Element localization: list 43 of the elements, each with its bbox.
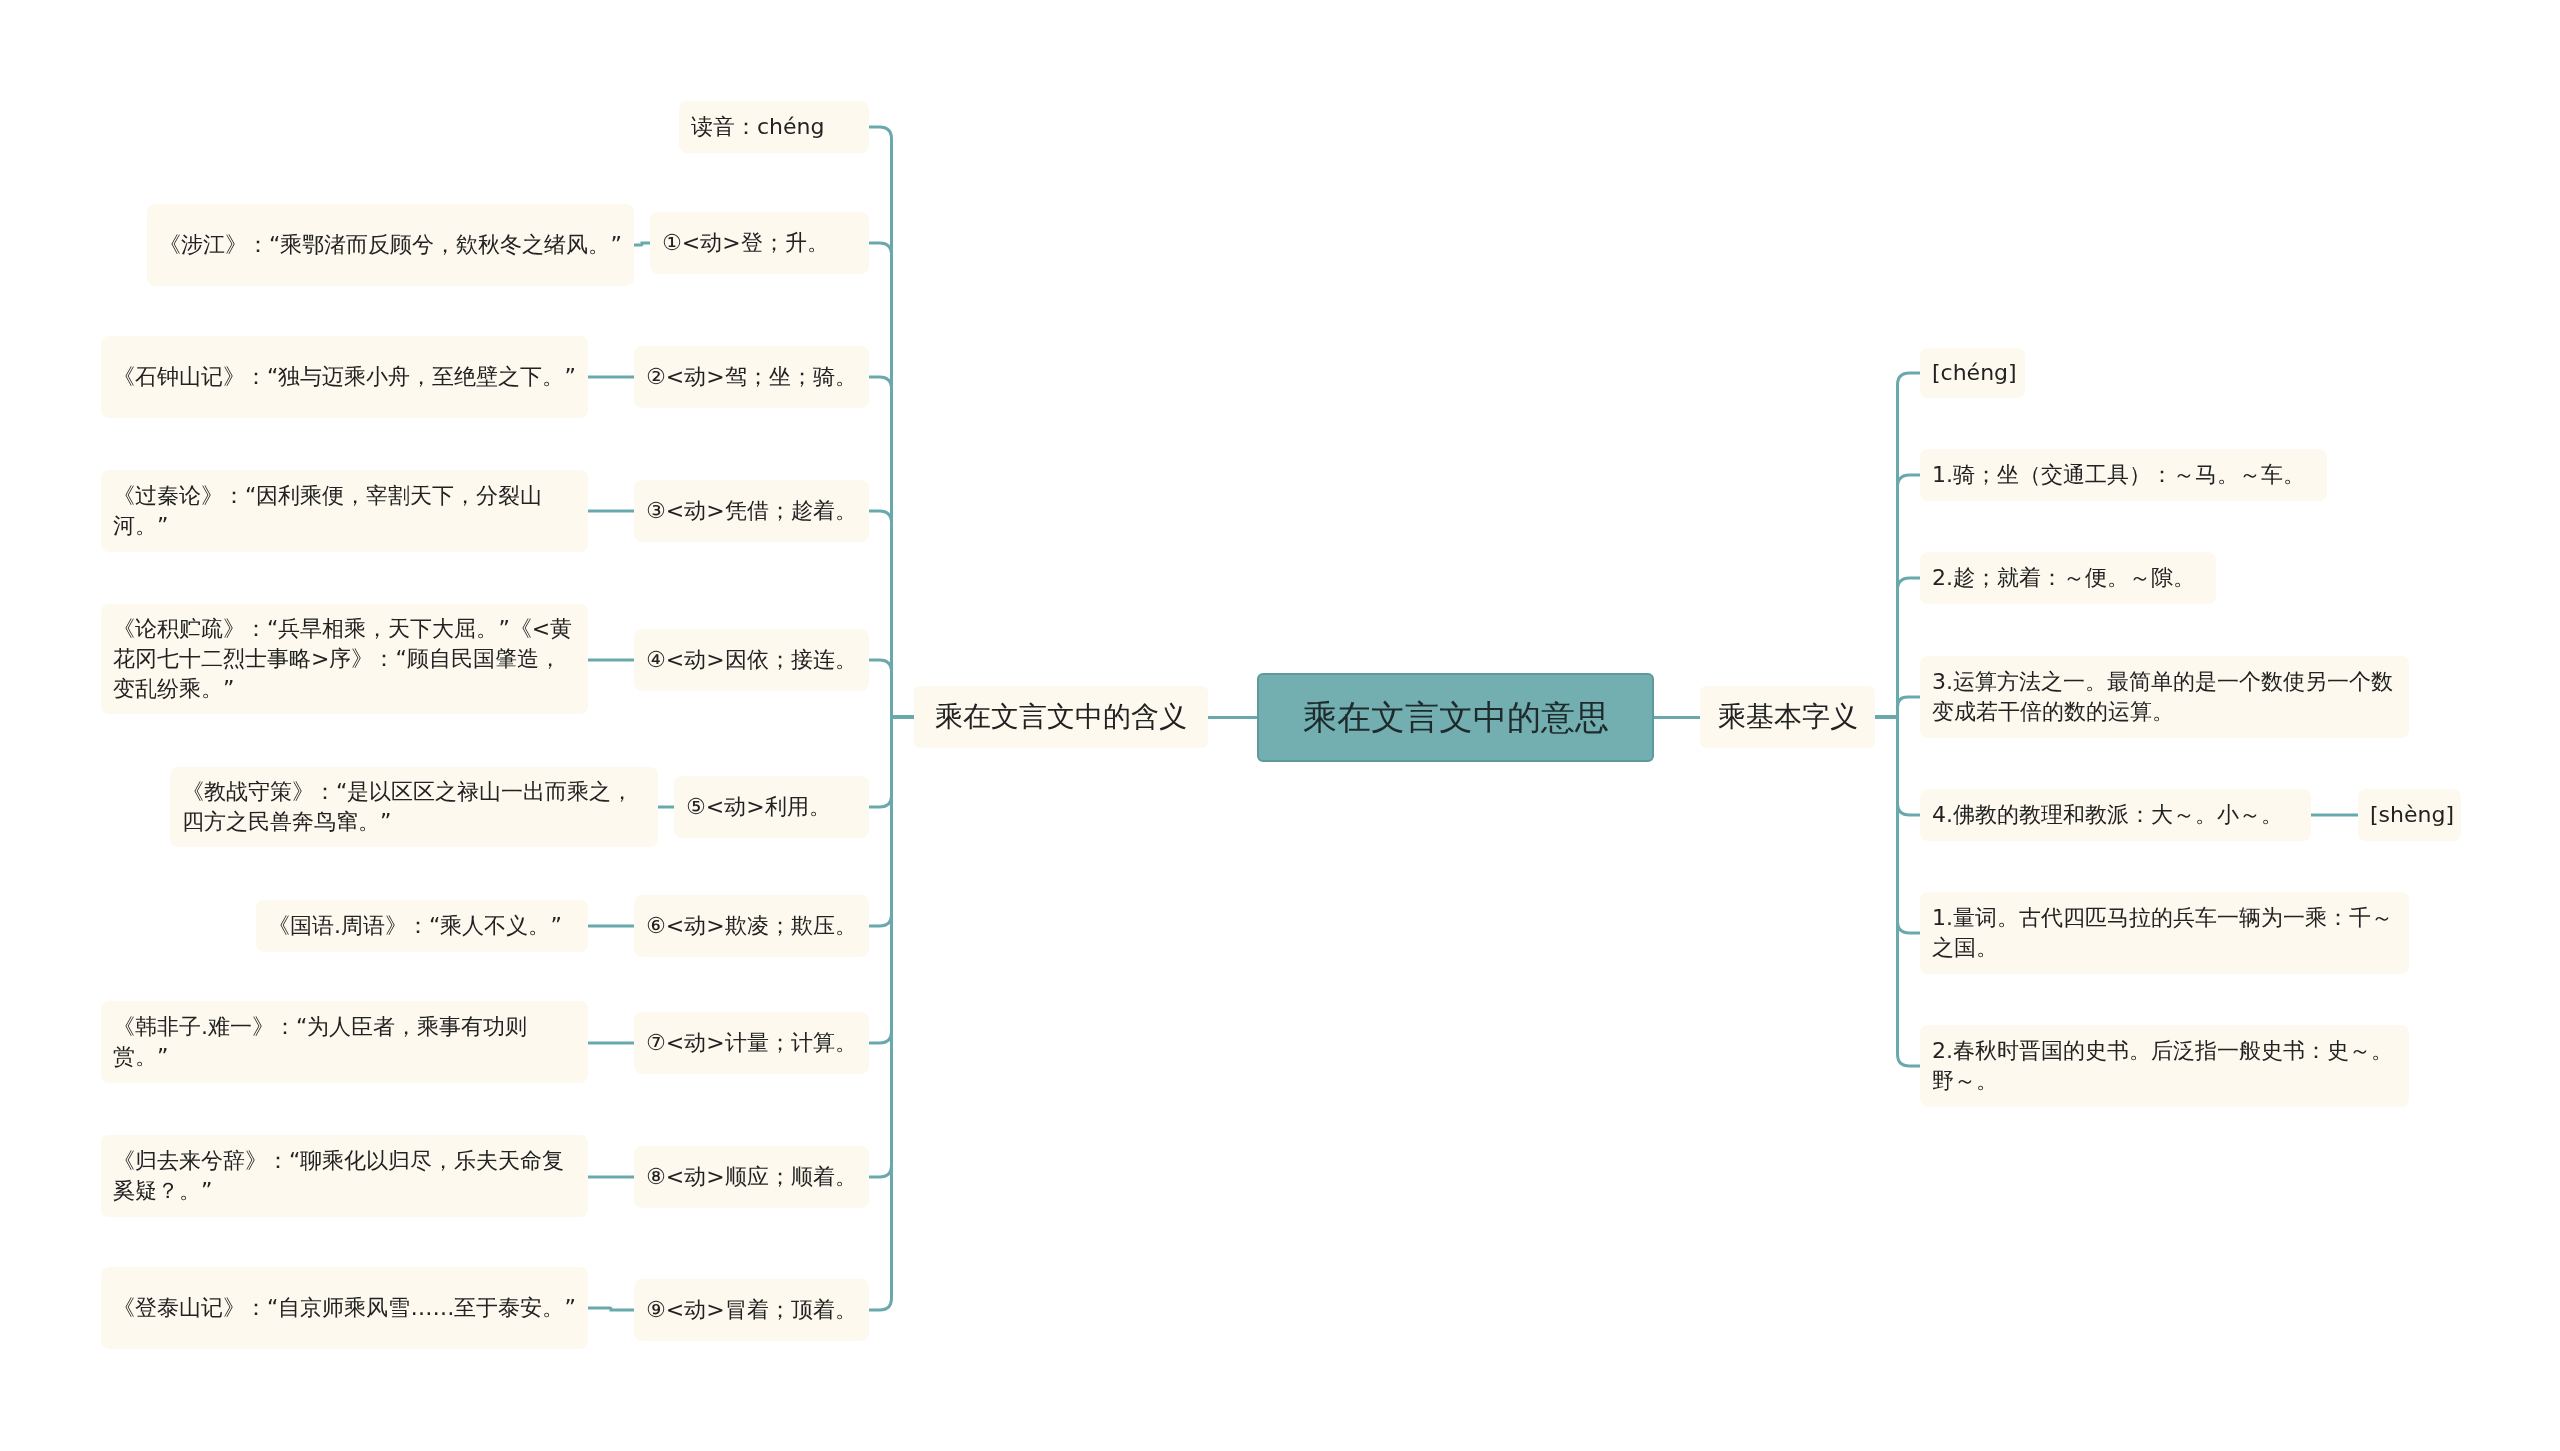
subtopic: 2.趁；就着：～便。～隙。 (1920, 552, 2216, 604)
subtopic: ⑦<动>计量；计算。 (634, 1012, 869, 1074)
quote-topic: 《过秦论》：“因利乘便，宰割天下，分裂山河。” (101, 470, 588, 552)
quote-topic: 《教战守策》：“是以区区之禄山一出而乘之，四方之民兽奔鸟窜。” (170, 767, 658, 847)
quote-topic: 《涉江》：“乘鄂渚而反顾兮，欸秋冬之绪风。” (147, 204, 634, 286)
subtopic: [chéng] (1920, 348, 2025, 398)
connector-line (1208, 716, 1257, 719)
quote-topic: 《归去来兮辞》：“聊乘化以归尽，乐夫天命复奚疑？。” (101, 1135, 588, 1217)
branch-topic: 乘在文言文中的含义 (914, 686, 1208, 748)
connector-line (588, 924, 634, 928)
subtopic: [shèng] (2358, 789, 2461, 841)
connector-line (588, 375, 634, 379)
connector-line (588, 1041, 634, 1045)
quote-topic: 《论积贮疏》：“兵旱相乘，天下大屈。”《<黄花冈七十二烈士事略>序》：“顾自民国肇造，变乱纷乘。” (101, 604, 588, 714)
quote-topic: 《登泰山记》：“自京师乘风雪……至于泰安。” (101, 1267, 588, 1349)
connector-line (2311, 813, 2358, 817)
subtopic: ⑥<动>欺凌；欺压。 (634, 895, 869, 957)
central-topic: 乘在文言文中的意思 (1257, 673, 1654, 762)
connector-line (1654, 716, 1700, 719)
quote-topic: 《石钟山记》：“独与迈乘小舟，至绝壁之下。” (101, 336, 588, 418)
quote-topic: 《韩非子.难一》：“为人臣者，乘事有功则赏。” (101, 1001, 588, 1083)
subtopic: ⑤<动>利用。 (674, 776, 869, 838)
subtopic: 1.骑；坐（交通工具）：～马。～车。 (1920, 449, 2327, 501)
subtopic: 1.量词。古代四匹马拉的兵车一辆为一乘：千～之国。 (1920, 892, 2409, 974)
connector-line (1875, 715, 1920, 1068)
subtopic: 读音：chéng (679, 101, 869, 153)
connector-line (588, 509, 634, 513)
connector-line (588, 1306, 634, 1312)
subtopic: ③<动>凭借；趁着。 (634, 480, 869, 542)
subtopic: ④<动>因依；接连。 (634, 629, 869, 691)
connector-line (634, 241, 650, 247)
subtopic: ⑨<动>冒着；顶着。 (634, 1279, 869, 1341)
connector-line (658, 805, 674, 809)
subtopic: 4.佛教的教理和教派：大～。小～。 (1920, 789, 2311, 841)
subtopic: ②<动>驾；坐；骑。 (634, 346, 869, 408)
branch-topic: 乘基本字义 (1700, 686, 1875, 748)
connector-line (588, 658, 634, 662)
connector-line (588, 1175, 634, 1179)
subtopic: 3.运算方法之一。最简单的是一个数使另一个数变成若干倍的数的运算。 (1920, 656, 2409, 738)
quote-topic: 《国语.周语》：“乘人不义。” (256, 900, 588, 952)
subtopic: ①<动>登；升。 (650, 212, 869, 274)
subtopic: ⑧<动>顺应；顺着。 (634, 1146, 869, 1208)
subtopic: 2.春秋时晋国的史书。后泛指一般史书：史～。野～。 (1920, 1025, 2409, 1107)
